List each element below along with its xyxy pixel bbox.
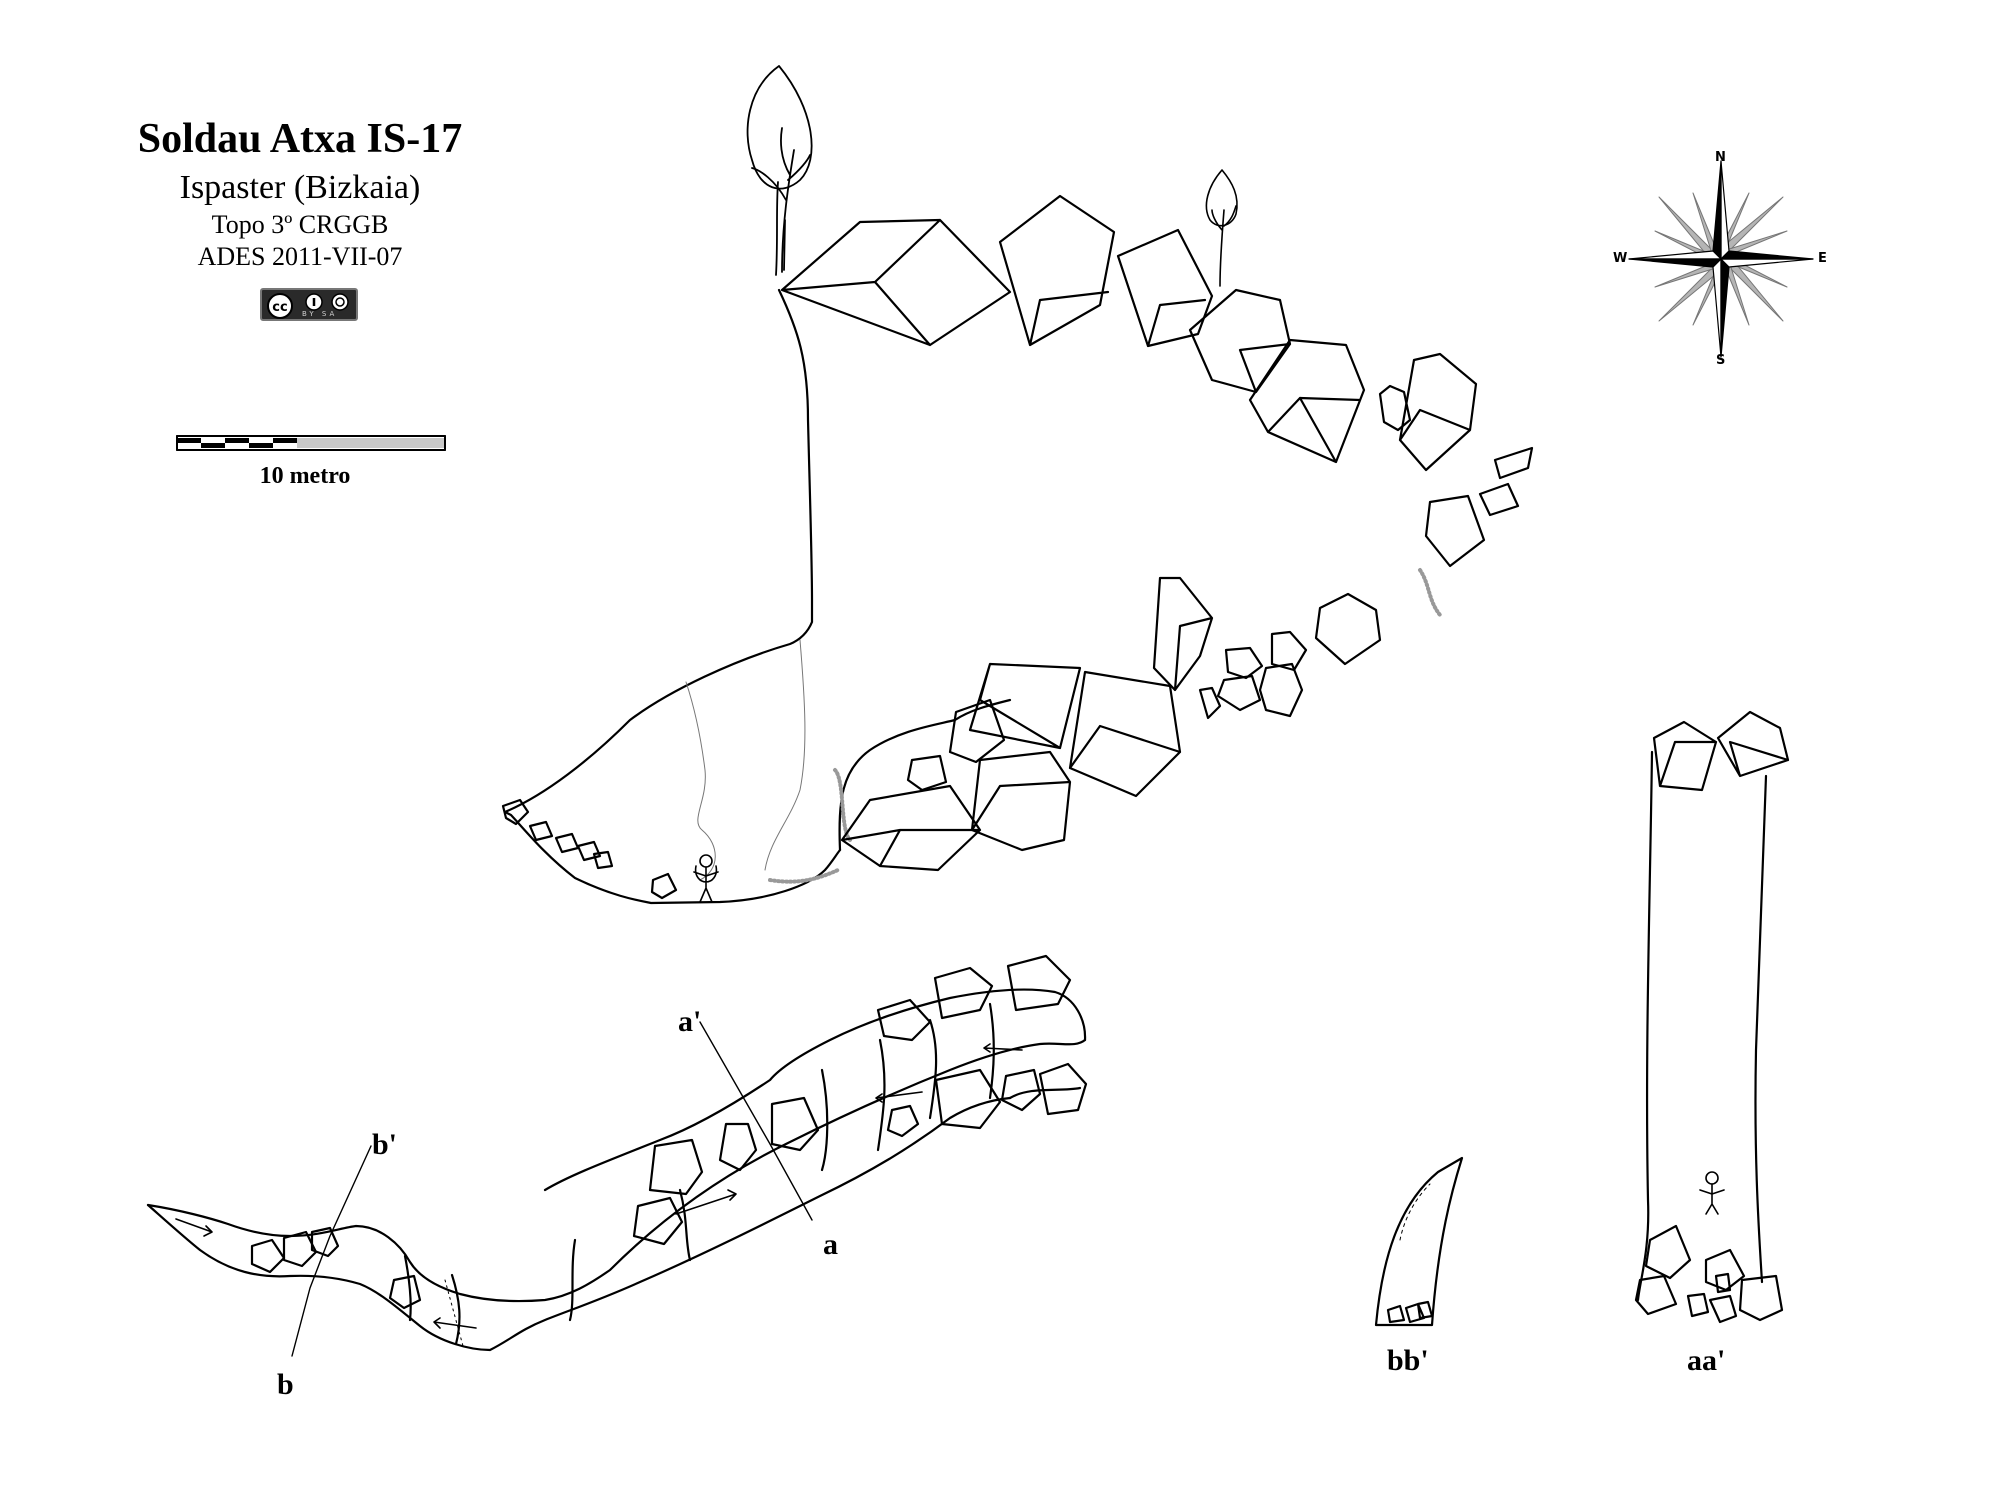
svg-text:cc: cc	[272, 300, 287, 315]
license-subtext: BY SA	[302, 310, 338, 318]
section-label-b: b	[277, 1368, 294, 1401]
cave-location: Ispaster (Bizkaia)	[179, 169, 421, 206]
plan-view	[146, 954, 1088, 1357]
compass-south-label: S	[1716, 353, 1726, 368]
compass-west-label: W	[1613, 251, 1628, 266]
caver-figure-icon	[693, 854, 719, 903]
license-badge: cc BY SA	[260, 288, 358, 321]
cave-title: Soldau Atxa IS-17	[137, 116, 463, 162]
survey-date: ADES 2011-VII-07	[197, 242, 403, 271]
cross-section-bb	[1374, 1156, 1464, 1327]
caver-figure-icon	[1699, 1171, 1725, 1215]
section-label-bb-prime: bb'	[1387, 1344, 1429, 1377]
survey-team: Topo 3º CRGGB	[211, 210, 389, 239]
scale-label: 10 metro	[259, 463, 351, 489]
section-label-a: a	[823, 1228, 838, 1261]
cross-section-aa	[1634, 710, 1790, 1324]
compass-east-label: E	[1818, 251, 1827, 266]
tree-icon	[746, 65, 813, 276]
scale-bar	[176, 435, 446, 451]
compass-rose-icon	[1628, 160, 1814, 358]
profile-section	[501, 65, 1534, 905]
tree-icon	[1205, 169, 1238, 287]
section-label-b-prime: b'	[372, 1128, 398, 1161]
section-label-aa-prime: aa'	[1687, 1344, 1726, 1377]
section-label-a-prime: a'	[678, 1005, 702, 1038]
cc-by-sa-icon: cc	[267, 293, 349, 319]
compass-north-label: N	[1715, 150, 1726, 165]
